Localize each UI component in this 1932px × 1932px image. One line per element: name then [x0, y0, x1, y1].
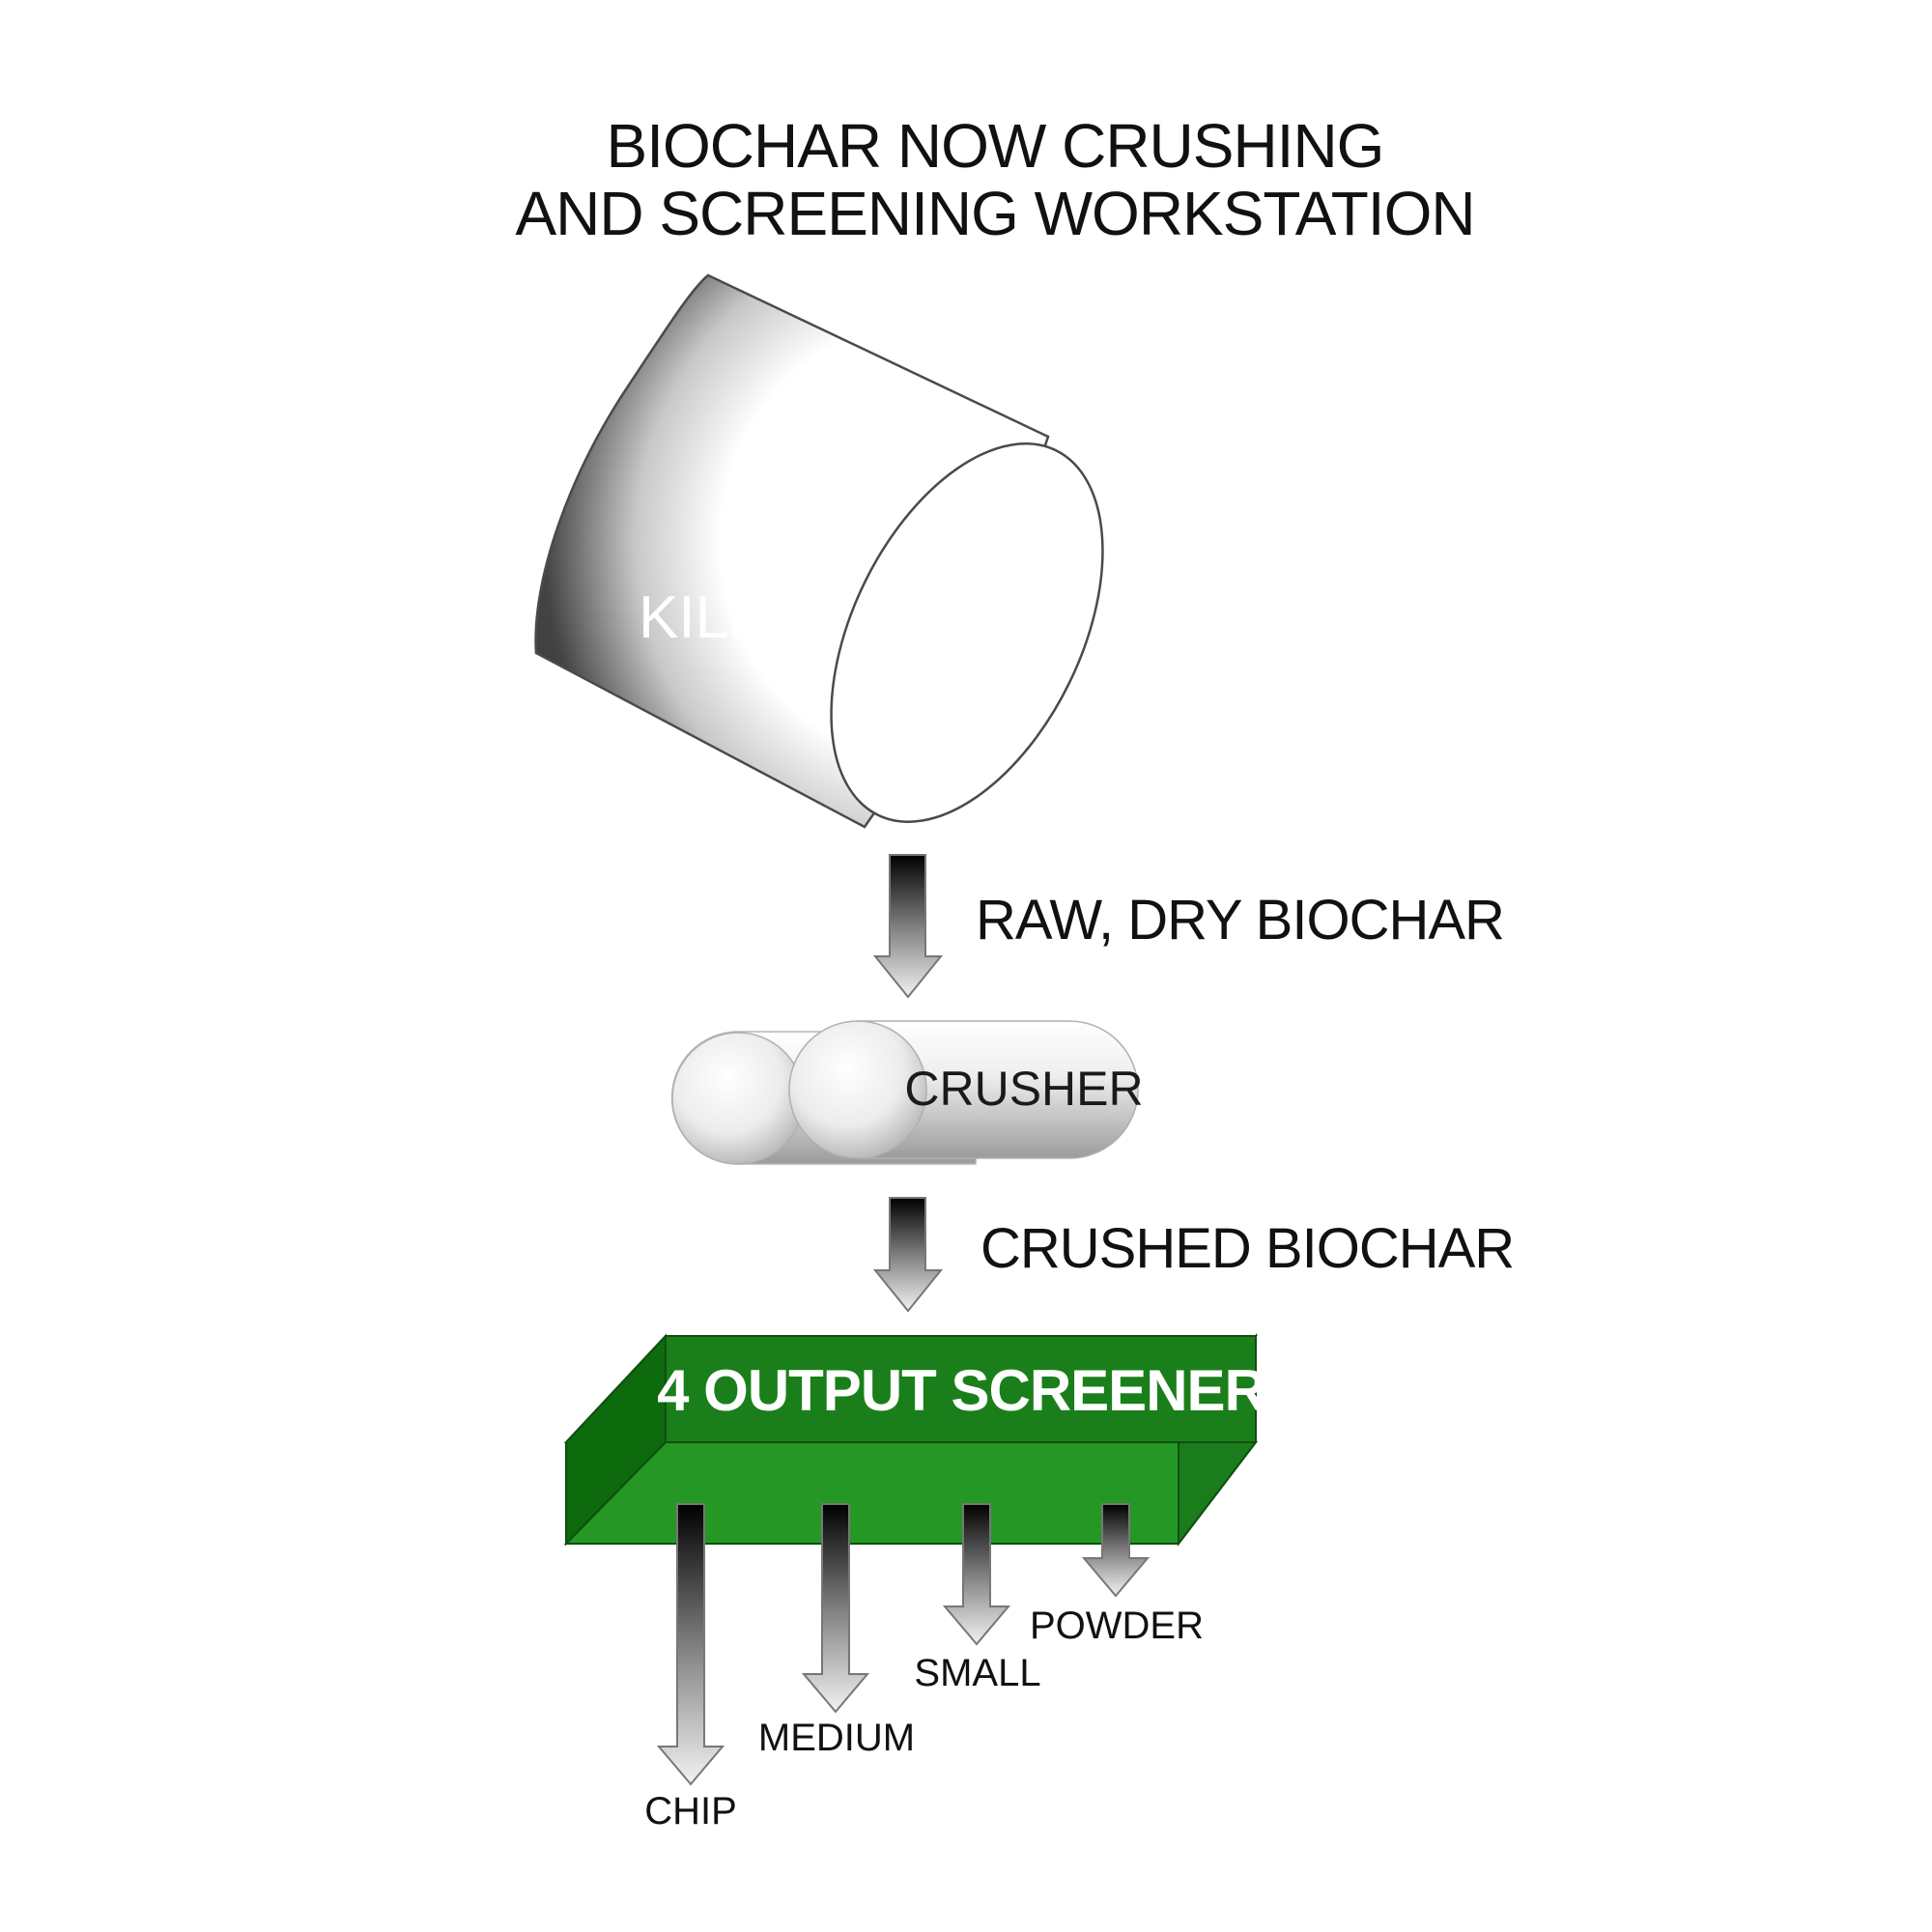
kiln: KILN: [534, 273, 1104, 829]
output-label-powder: POWDER: [1030, 1605, 1204, 1647]
crusher-roller-left: [671, 1032, 805, 1165]
screener-label: 4 OUTPUT SCREENER: [657, 1358, 1265, 1423]
output-arrow-powder: [1081, 1503, 1151, 1598]
flow-arrow-raw: [872, 854, 944, 999]
output-arrow-chip: [656, 1503, 725, 1786]
screener-bottom-face: [563, 1441, 1259, 1545]
kiln-label: KILN: [639, 584, 772, 651]
flow-label-crushed: CRUSHED BIOCHAR: [980, 1217, 1514, 1280]
crusher-label: CRUSHER: [904, 1062, 1143, 1116]
screener-front-panel: [665, 1335, 1257, 1443]
output-arrow-small: [942, 1503, 1011, 1646]
output-label-medium: MEDIUM: [758, 1717, 915, 1759]
output-label-chip: CHIP: [644, 1790, 737, 1833]
flow-label-raw: RAW, DRY BIOCHAR: [976, 889, 1504, 952]
output-arrow-medium: [801, 1503, 870, 1714]
crusher-roller-right: [788, 1020, 927, 1159]
title-line-1: BIOCHAR NOW CRUSHING: [607, 111, 1384, 181]
title-line-2: AND SCREENING WORKSTATION: [515, 179, 1474, 248]
crusher: CRUSHER: [670, 1020, 1144, 1165]
crusher-front-cylinder: [857, 1020, 1139, 1159]
output-label-small: SMALL: [914, 1652, 1040, 1694]
screener: 4 OUTPUT SCREENER: [563, 1332, 1267, 1547]
kiln-opening: [830, 442, 1104, 823]
flow-arrow-crushed: [872, 1197, 944, 1313]
